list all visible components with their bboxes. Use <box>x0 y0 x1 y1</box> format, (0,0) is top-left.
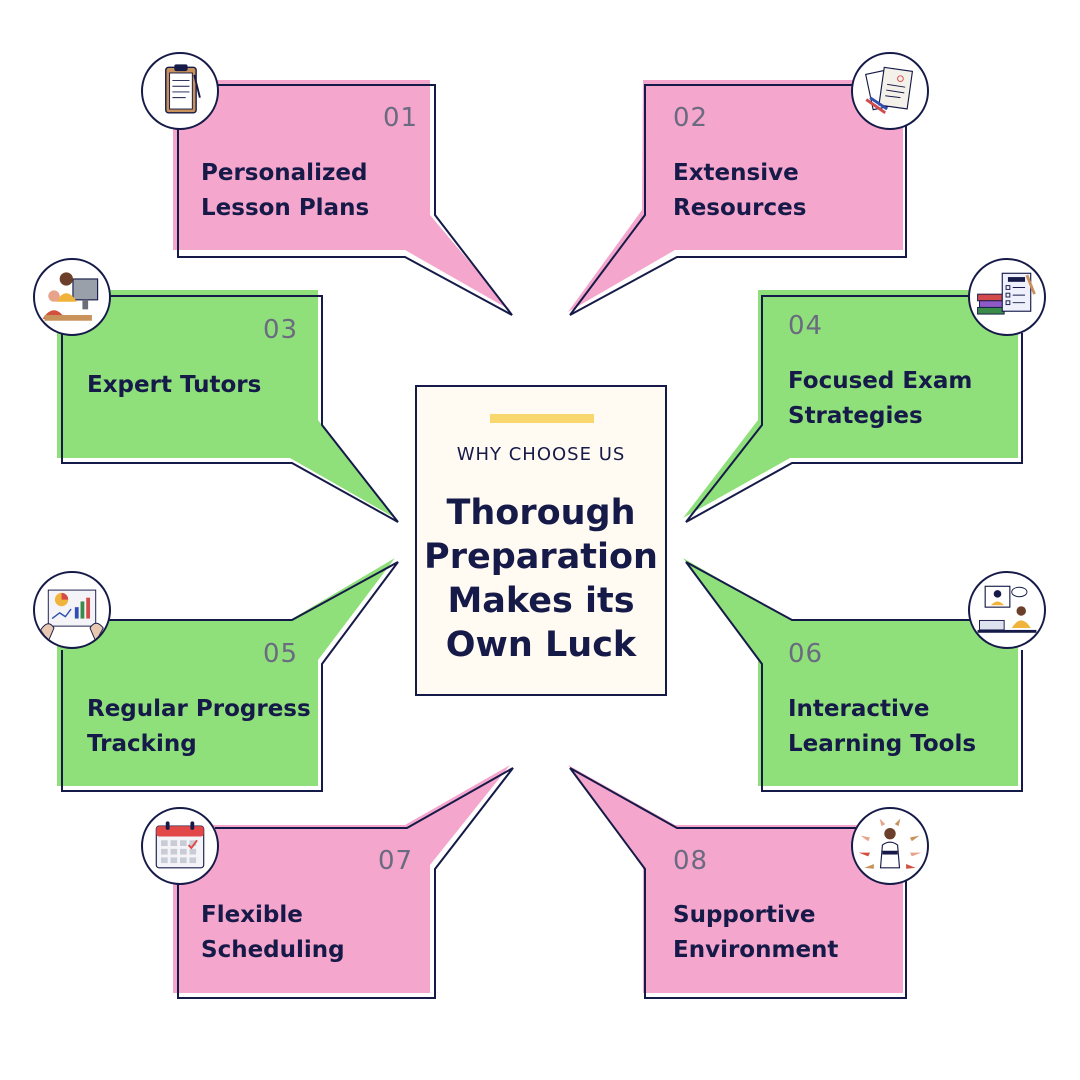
item-label-line: Extensive <box>673 160 799 186</box>
item-label-line: Personalized <box>201 160 368 186</box>
item-number-01: 01 <box>383 103 419 133</box>
callout-bubble-08 <box>568 765 907 999</box>
callout-bubble-07 <box>173 765 514 999</box>
callout-bubble-04 <box>683 290 1023 523</box>
center-panel: WHY CHOOSE US Thorough Preparation Makes… <box>415 385 667 696</box>
item-label-07: Flexible Scheduling <box>201 898 345 968</box>
item-label-05: Regular Progress Tracking <box>87 692 311 762</box>
item-number-04: 04 <box>788 311 824 341</box>
item-number-03: 03 <box>263 315 299 345</box>
item-label-line: Lesson Plans <box>201 195 370 221</box>
item-label-line: Flexible <box>201 902 303 928</box>
item-label-03: Expert Tutors <box>87 368 261 403</box>
item-label-01: Personalized Lesson Plans <box>201 156 369 226</box>
item-number-08: 08 <box>673 846 709 876</box>
item-label-06: Interactive Learning Tools <box>788 692 976 762</box>
callout-bubble-01 <box>173 80 513 316</box>
callout-bubble-05 <box>57 558 399 792</box>
item-label-line: Interactive <box>788 696 930 722</box>
item-label-line: Strategies <box>788 403 923 429</box>
item-number-06: 06 <box>788 639 824 669</box>
item-label-line: Learning Tools <box>788 731 977 757</box>
item-label-02: Extensive Resources <box>673 156 806 226</box>
item-label-line: Environment <box>673 937 839 963</box>
charts-icon <box>33 571 111 649</box>
item-label-line: Supportive <box>673 902 816 928</box>
item-label-line: Resources <box>673 195 807 221</box>
item-number-07: 07 <box>378 846 414 876</box>
headline: Thorough Preparation Makes its Own Luck <box>417 491 665 667</box>
online-class-icon <box>968 571 1046 649</box>
exam-icon <box>968 258 1046 336</box>
item-label-08: Supportive Environment <box>673 898 838 968</box>
calendar-icon <box>141 807 219 885</box>
item-label-line: Scheduling <box>201 937 345 963</box>
item-label-04: Focused Exam Strategies <box>788 364 972 434</box>
callout-bubble-02 <box>568 80 907 316</box>
headline-line: Thorough <box>446 493 636 533</box>
callout-bubble-06 <box>683 558 1023 792</box>
tutors-icon <box>33 258 111 336</box>
documents-icon <box>851 52 929 130</box>
item-number-02: 02 <box>673 103 709 133</box>
headline-line: Makes its <box>447 581 635 621</box>
item-label-line: Regular Progress <box>87 696 311 722</box>
headline-line: Own Luck <box>445 625 637 665</box>
item-label-line: Tracking <box>87 731 197 757</box>
clipboard-icon <box>141 52 219 130</box>
item-label-line: Expert Tutors <box>87 372 262 398</box>
item-label-line: Focused Exam <box>788 368 973 394</box>
item-number-05: 05 <box>263 639 299 669</box>
accent-bar <box>490 414 594 423</box>
eyebrow-label: WHY CHOOSE US <box>456 444 626 465</box>
support-icon <box>851 807 929 885</box>
callout-bubble-03 <box>57 290 399 523</box>
headline-line: Preparation <box>424 537 658 577</box>
